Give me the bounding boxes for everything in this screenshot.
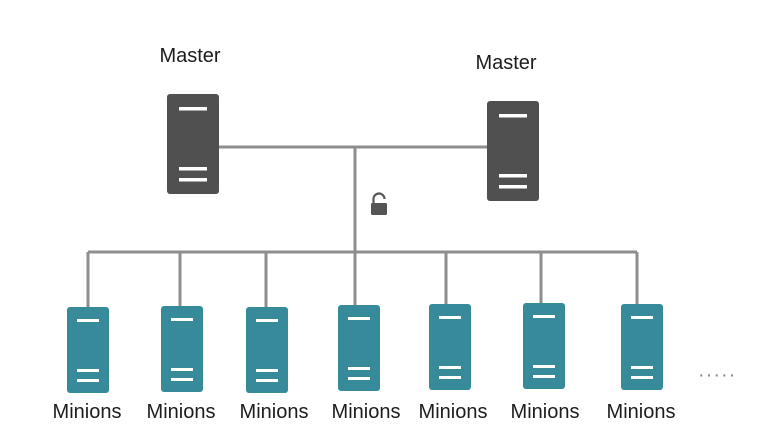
minion-label-6: Minions <box>510 401 580 423</box>
minion-server-4 <box>338 305 380 391</box>
minion-server-5 <box>429 304 471 390</box>
minion-server-1 <box>67 307 109 393</box>
minion-servers <box>67 303 663 393</box>
master-label-1: Master <box>159 45 221 67</box>
connector-lines <box>86 145 639 307</box>
minion-server-7 <box>621 304 663 390</box>
more-minions-indicator: ····· <box>698 364 737 386</box>
minion-label-5: Minions <box>418 401 488 423</box>
master-server-1 <box>167 94 219 194</box>
master-server-2 <box>487 101 539 201</box>
minion-server-6 <box>523 303 565 389</box>
minion-label-3: Minions <box>239 401 309 423</box>
lock-icon <box>371 192 387 215</box>
minion-label-4: Minions <box>331 401 401 423</box>
minion-label-7: Minions <box>606 401 676 423</box>
minion-server-3 <box>246 307 288 393</box>
minion-server-2 <box>161 306 203 392</box>
minion-label-2: Minions <box>146 401 216 423</box>
minion-label-1: Minions <box>52 401 122 423</box>
master-label-2: Master <box>475 52 537 74</box>
